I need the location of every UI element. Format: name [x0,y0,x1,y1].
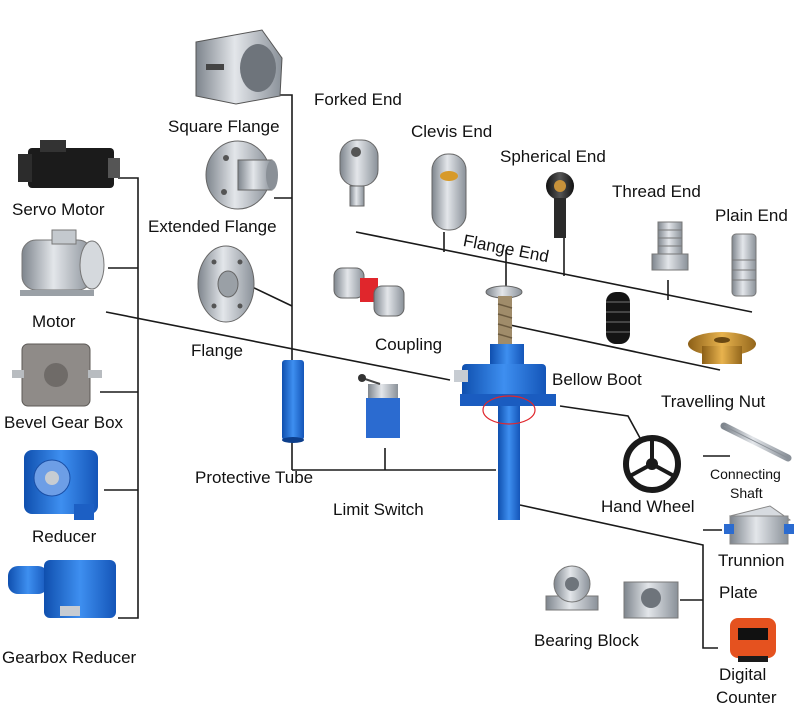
thread-end-image [651,221,689,271]
coupling-image [333,267,405,317]
label-digital-counter-line2: Counter [716,688,777,707]
spherical-end-image [546,172,574,238]
label-servo-motor: Servo Motor [12,200,105,219]
label-connecting-shaft-line2: Shaft [730,485,763,501]
motor-image [20,229,105,296]
label-flange: Flange [191,341,243,360]
gearbox-reducer-image [8,560,116,618]
bevel-gear-box-image [12,343,102,407]
label-bellow-boot: Bellow Boot [552,370,642,389]
connector-lines [100,94,753,649]
bellow-boot-image [606,292,630,344]
label-extended-flange: Extended Flange [148,217,277,236]
label-bevel-gear-box: Bevel Gear Box [4,413,124,432]
label-reducer: Reducer [32,527,97,546]
label-plate: Plate [719,583,758,602]
screw-jack-image [454,285,556,520]
reducer-image [24,450,98,520]
label-thread-end: Thread End [612,182,701,201]
servo-motor-image [18,140,120,188]
label-plain-end: Plain End [715,206,788,225]
limit-switch-image [358,374,400,438]
label-gearbox-reducer: Gearbox Reducer [2,648,137,667]
label-coupling: Coupling [375,335,443,354]
label-trunnion: Trunnion [718,551,785,570]
label-hand-wheel: Hand Wheel [601,497,695,516]
plain-end-image [731,233,757,297]
label-motor: Motor [32,312,76,331]
label-spherical-end: Spherical End [500,147,606,166]
trunnion-image [724,505,794,545]
connecting-shaft-image [720,422,792,462]
clevis-end-image [431,153,467,231]
protective-tube-image [282,360,304,443]
label-square-flange: Square Flange [168,117,280,136]
label-forked-end: Forked End [314,90,402,109]
forked-end-image [339,139,379,207]
label-limit-switch: Limit Switch [333,500,424,519]
label-clevis-end: Clevis End [411,122,493,141]
label-travelling-nut: Travelling Nut [661,392,766,411]
flange-disc-image [197,245,255,323]
label-connecting-shaft-line1: Connecting [710,466,781,482]
label-bearing-block: Bearing Block [534,631,639,650]
label-protective-tube: Protective Tube [195,468,314,487]
bearing-block-image [545,565,679,619]
label-digital-counter-line1: Digital [719,665,767,684]
digital-counter-image [730,618,776,662]
hand-wheel-image [623,435,681,493]
travelling-nut-image [688,332,756,364]
square-flange-image [195,29,283,105]
extended-flange-image [205,140,278,210]
